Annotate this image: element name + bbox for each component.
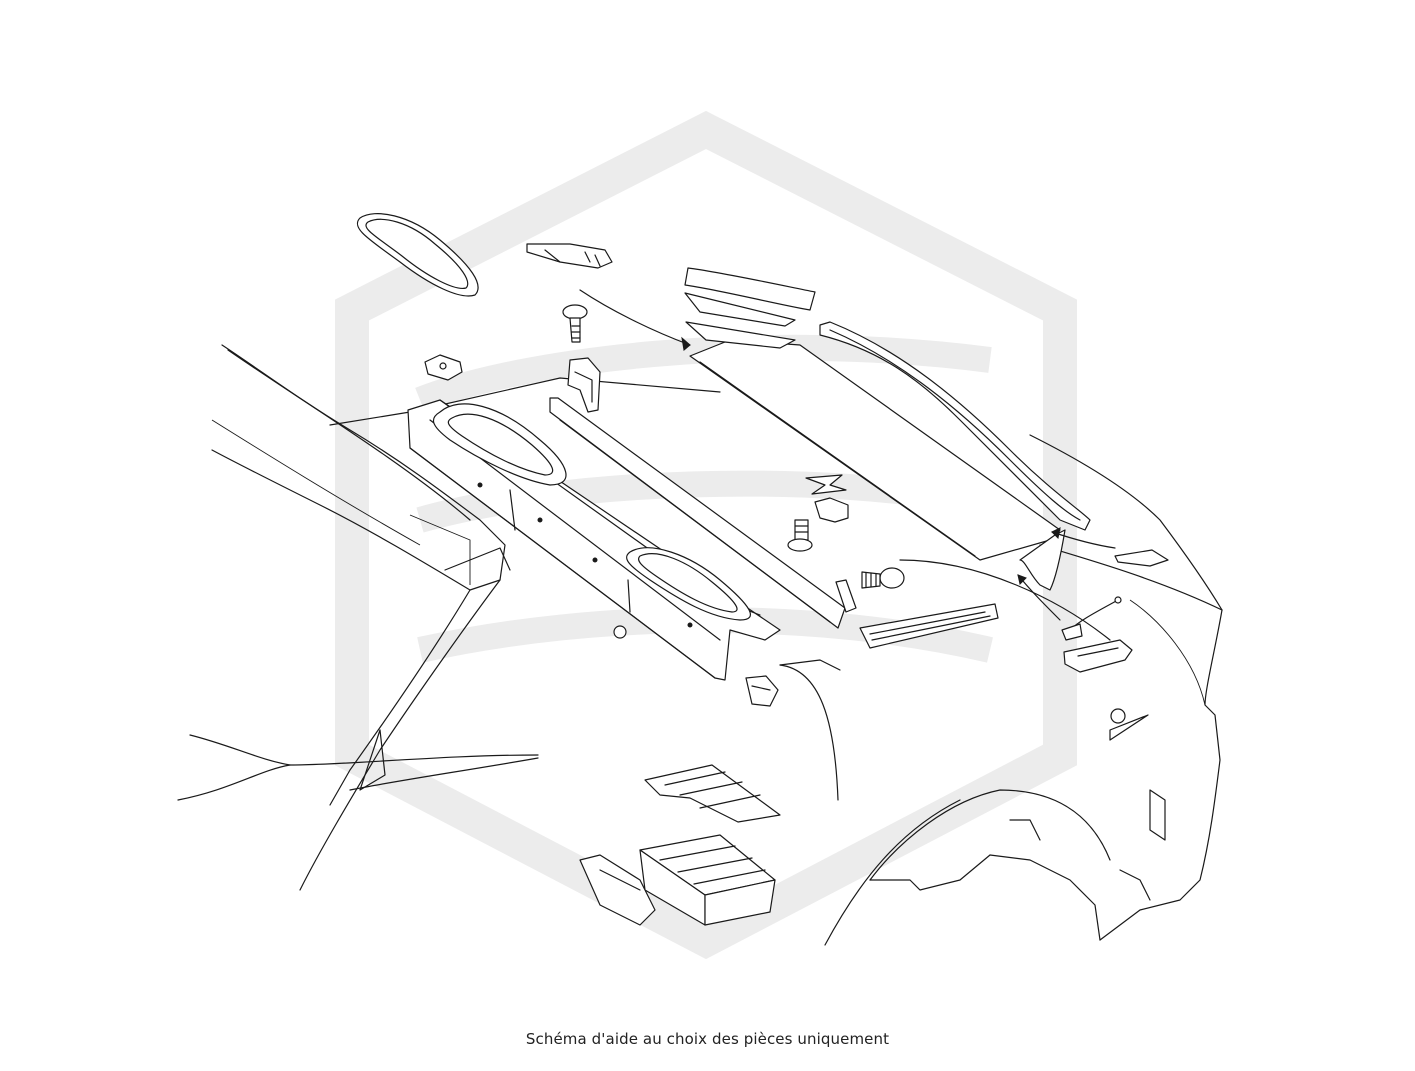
assembly-arrow <box>579 289 691 351</box>
vehicle-body-outline <box>177 344 1223 946</box>
cowl-seal-part <box>432 403 567 486</box>
bolt-part <box>861 567 905 589</box>
scoop-part <box>579 854 656 926</box>
clip-part <box>613 625 627 639</box>
windshield-molding-part <box>1019 529 1066 591</box>
filter-box-part <box>639 834 776 926</box>
cowl-strip-part <box>549 397 846 629</box>
clip-part <box>1110 708 1126 724</box>
lock-part <box>1063 639 1133 673</box>
bracket-part <box>526 243 613 269</box>
clip-part <box>745 675 779 707</box>
bracket-part <box>805 474 849 523</box>
drain-strip-part <box>859 603 999 649</box>
assembly-arrow <box>1051 527 1116 549</box>
diagram-caption: Schéma d'aide au choix des pièces unique… <box>525 1030 890 1048</box>
latch-part <box>1114 549 1169 567</box>
windshield-molding-part <box>819 321 1091 531</box>
loop-seal-part <box>356 213 479 297</box>
clip-part <box>424 354 463 381</box>
hinge-bracket-part <box>567 357 601 413</box>
assembly-arrow <box>1017 574 1061 621</box>
clip-part <box>835 579 857 613</box>
bolt-part <box>562 304 588 343</box>
bolt-part <box>787 519 813 552</box>
upper-molding-part <box>684 267 816 349</box>
cable-part <box>1061 596 1122 641</box>
cowl-seal-part <box>626 547 751 621</box>
filter-cover-part <box>644 764 781 823</box>
